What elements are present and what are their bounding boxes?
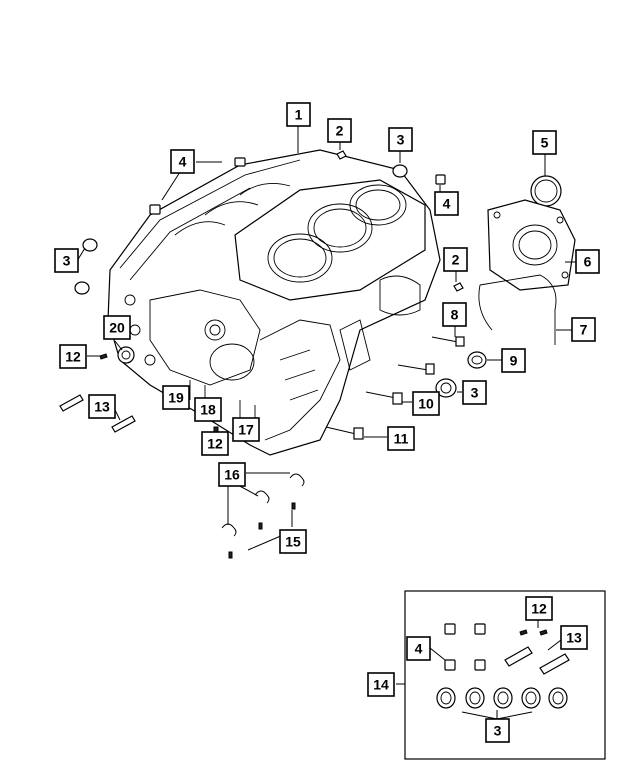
svg-text:12: 12: [531, 601, 547, 617]
cup-plug-part: [74, 281, 90, 295]
tube-part: [111, 415, 136, 433]
front-seal-part: [117, 346, 135, 364]
callout-3: 3: [388, 127, 413, 152]
oil-jet-part: [289, 473, 305, 487]
callout-8: 8: [442, 302, 467, 327]
oil-jet-part: [254, 490, 270, 504]
callout-19: 19: [162, 385, 190, 410]
callout-1: 1: [286, 102, 311, 127]
svg-text:3: 3: [494, 723, 502, 739]
svg-text:13: 13: [94, 399, 110, 415]
rear-seal-part: [530, 175, 562, 207]
svg-text:17: 17: [238, 422, 254, 438]
svg-text:2: 2: [336, 123, 344, 139]
callout-5: 5: [532, 130, 557, 155]
svg-text:11: 11: [394, 431, 409, 447]
callout-10: 10: [412, 391, 440, 416]
callout-7: 7: [571, 317, 596, 342]
svg-text:16: 16: [224, 467, 240, 483]
svg-text:13: 13: [566, 630, 582, 646]
svg-text:9: 9: [510, 353, 518, 369]
bolt-part: [431, 336, 465, 347]
bolt-part: [365, 391, 403, 405]
svg-text:20: 20: [109, 320, 125, 336]
svg-text:19: 19: [168, 390, 184, 406]
dowel-sleeve-part: [149, 204, 161, 215]
svg-text:5: 5: [541, 135, 549, 151]
callout-2: 2: [327, 118, 352, 143]
svg-text:3: 3: [397, 132, 405, 148]
callout-11: 11: [387, 426, 415, 451]
callout-13: 13: [88, 394, 116, 419]
callout-4: 4: [406, 636, 431, 661]
callout-12: 12: [525, 596, 553, 621]
tube-part: [59, 394, 84, 412]
svg-text:3: 3: [63, 253, 71, 269]
small-bolt-part: [228, 551, 233, 559]
callout-13: 13: [560, 625, 588, 650]
callout-12: 12: [201, 431, 229, 456]
svg-text:2: 2: [452, 252, 460, 268]
svg-text:14: 14: [373, 677, 389, 693]
cup-plug-part: [435, 378, 457, 398]
svg-text:8: 8: [451, 307, 459, 323]
dowel-pin-part: [99, 353, 108, 360]
callout-4: 4: [170, 149, 195, 174]
callout-9: 9: [501, 348, 526, 373]
svg-text:12: 12: [207, 436, 223, 452]
callout-20: 20: [103, 315, 131, 340]
callout-6: 6: [575, 249, 600, 274]
small-bolt-part: [291, 502, 296, 510]
gasket-part: [478, 274, 557, 345]
kit-box: [404, 590, 606, 760]
callout-12: 12: [59, 344, 87, 369]
cup-plug-part: [392, 164, 408, 178]
svg-text:4: 4: [179, 154, 187, 170]
callout-18: 18: [194, 397, 222, 422]
callout-17: 17: [232, 417, 260, 442]
loose-parts: [59, 150, 576, 559]
engine-block: [107, 149, 441, 456]
bearing-part: [467, 351, 487, 369]
svg-text:6: 6: [584, 254, 592, 270]
dowel-sleeve-part: [435, 174, 446, 185]
svg-text:12: 12: [65, 349, 81, 365]
callout-3: 3: [54, 248, 79, 273]
svg-text:4: 4: [443, 196, 451, 212]
cup-plug-part: [82, 238, 98, 252]
svg-text:1: 1: [295, 107, 303, 123]
callout-2: 2: [443, 247, 468, 272]
callout-15: 15: [279, 529, 307, 554]
svg-text:18: 18: [200, 402, 216, 418]
callout-16: 16: [218, 462, 246, 487]
svg-text:10: 10: [418, 396, 434, 412]
bolt-part: [325, 426, 364, 440]
callout-14: 14: [367, 672, 395, 697]
callout-4: 4: [434, 191, 459, 216]
oil-jet-part: [221, 523, 237, 537]
svg-text:7: 7: [580, 322, 588, 338]
bolt-part: [397, 363, 435, 375]
plug-part: [336, 150, 347, 160]
plug-part: [453, 282, 464, 292]
svg-text:3: 3: [471, 385, 479, 401]
small-bolt-part: [258, 522, 263, 530]
svg-text:4: 4: [415, 641, 423, 657]
callout-3: 3: [462, 380, 487, 405]
callout-3: 3: [485, 718, 510, 743]
svg-text:15: 15: [285, 534, 301, 550]
dowel-sleeve-part: [234, 157, 246, 167]
